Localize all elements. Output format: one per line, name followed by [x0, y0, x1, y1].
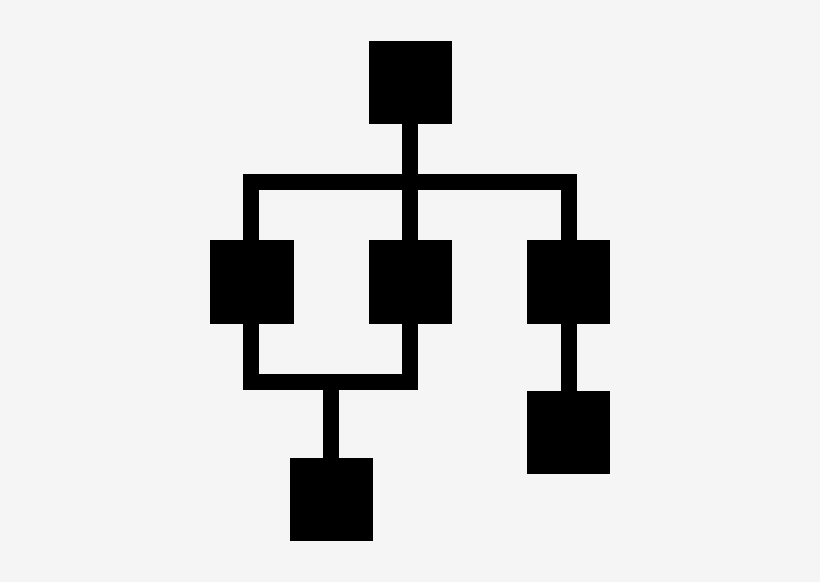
- connectors: [243, 123, 577, 460]
- root-node: [369, 41, 452, 124]
- edge-root-center: [402, 174, 418, 242]
- merged-child-node: [290, 458, 373, 541]
- nodes: [210, 41, 610, 541]
- child-node-right: [527, 240, 610, 324]
- edge-bus-merged: [323, 374, 339, 460]
- edge-root-right: [561, 174, 577, 242]
- edge-center-down: [402, 322, 418, 390]
- child-node-left: [210, 240, 294, 324]
- edge-left-down: [243, 322, 259, 390]
- edge-root-stem: [402, 123, 418, 181]
- child-node-center: [369, 240, 452, 324]
- right-descendant-node: [527, 391, 610, 474]
- edge-root-left: [243, 174, 259, 242]
- edge-right-descendant: [561, 322, 577, 394]
